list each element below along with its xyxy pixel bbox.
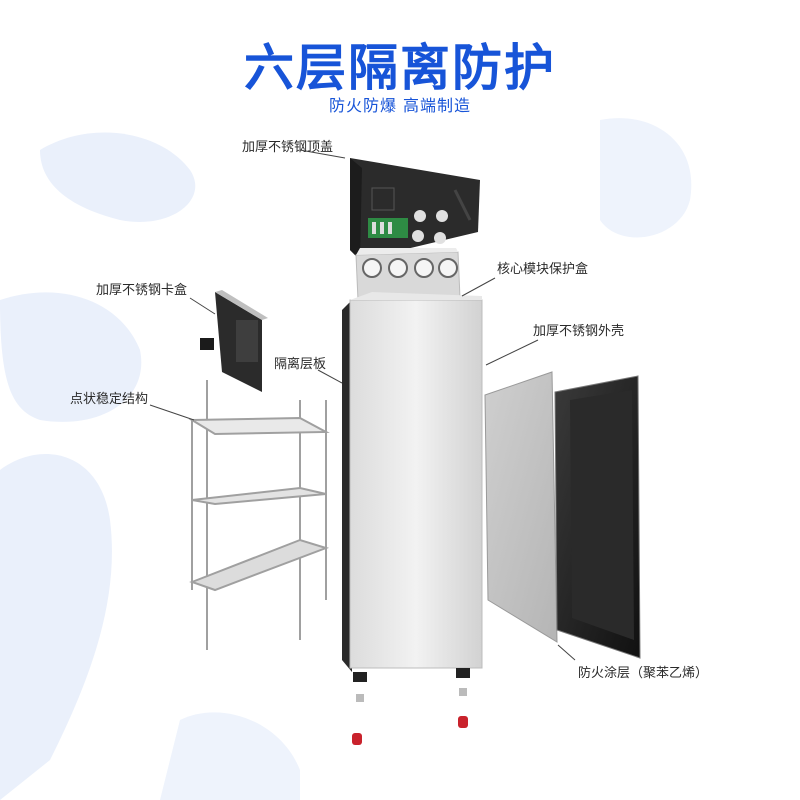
callout-lines	[149, 149, 576, 661]
label-core-box: 核心模块保护盒	[497, 262, 589, 277]
page-subtitle: 防火防爆 高端制造	[328, 96, 472, 115]
core-module-box	[355, 248, 461, 301]
label-divider: 隔离层板	[274, 357, 327, 372]
page-title: 六层隔离防护	[244, 39, 556, 97]
label-frame: 点状稳定结构	[70, 392, 149, 407]
label-outer-shell: 加厚不锈钢外壳	[533, 324, 625, 339]
insulation-panel	[484, 371, 558, 643]
label-card-box: 加厚不锈钢卡盒	[96, 283, 188, 298]
label-top-cover: 加厚不锈钢顶盖	[242, 140, 334, 155]
wire-frame	[188, 380, 330, 650]
top-cover	[350, 158, 480, 260]
label-coating: 防火涂层（聚苯乙烯）	[578, 666, 709, 681]
card-box	[200, 290, 268, 392]
wheels	[352, 668, 470, 745]
cabinet-body	[342, 292, 483, 672]
fire-coating-panel	[554, 375, 641, 659]
